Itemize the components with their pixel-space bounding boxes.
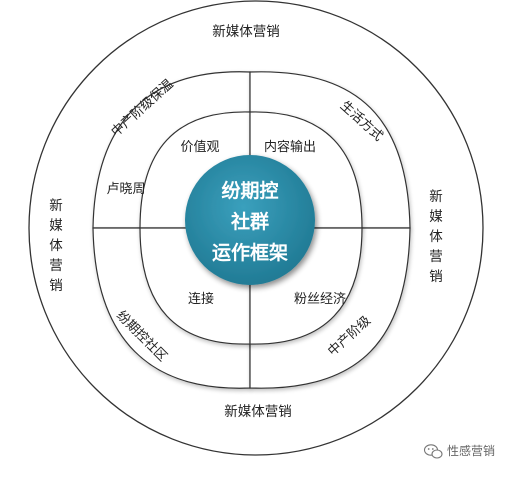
outer-right-char: 体 <box>429 229 443 245</box>
outer-label-top: 新媒体营销 <box>212 24 280 40</box>
watermark-text: 性感营销 <box>447 443 495 458</box>
outer-left-char: 媒 <box>49 218 63 234</box>
outer-label-left: 新 媒 体 营 销 <box>49 198 63 294</box>
center-title-line3: 运作框架 <box>212 241 288 264</box>
center-title-line2: 社群 <box>230 210 269 233</box>
outer-label-bottom: 新媒体营销 <box>224 404 292 420</box>
watermark: 性感营销 <box>423 443 495 459</box>
inner-label-top-right: 内容输出 <box>264 139 316 155</box>
outer-right-char: 营 <box>429 249 443 265</box>
outer-left-char: 体 <box>49 238 63 254</box>
center-circle <box>185 155 315 285</box>
wechat-icon <box>423 444 443 459</box>
outer-right-char: 销 <box>429 269 443 285</box>
inner-label-left: 卢晓周 <box>106 181 145 197</box>
inner-label-bottom-left: 连接 <box>188 291 214 307</box>
outer-right-char: 新 <box>429 189 443 205</box>
outer-right-char: 媒 <box>429 209 443 225</box>
outer-label-right: 新 媒 体 营 销 <box>429 189 443 285</box>
outer-left-char: 营 <box>49 258 63 274</box>
inner-label-bottom-right: 粉丝经济 <box>294 292 346 307</box>
inner-label-top-left: 价值观 <box>180 139 219 155</box>
center-title-line1: 纷期控 <box>221 179 278 202</box>
outer-left-char: 销 <box>49 278 63 294</box>
outer-left-char: 新 <box>49 198 63 214</box>
